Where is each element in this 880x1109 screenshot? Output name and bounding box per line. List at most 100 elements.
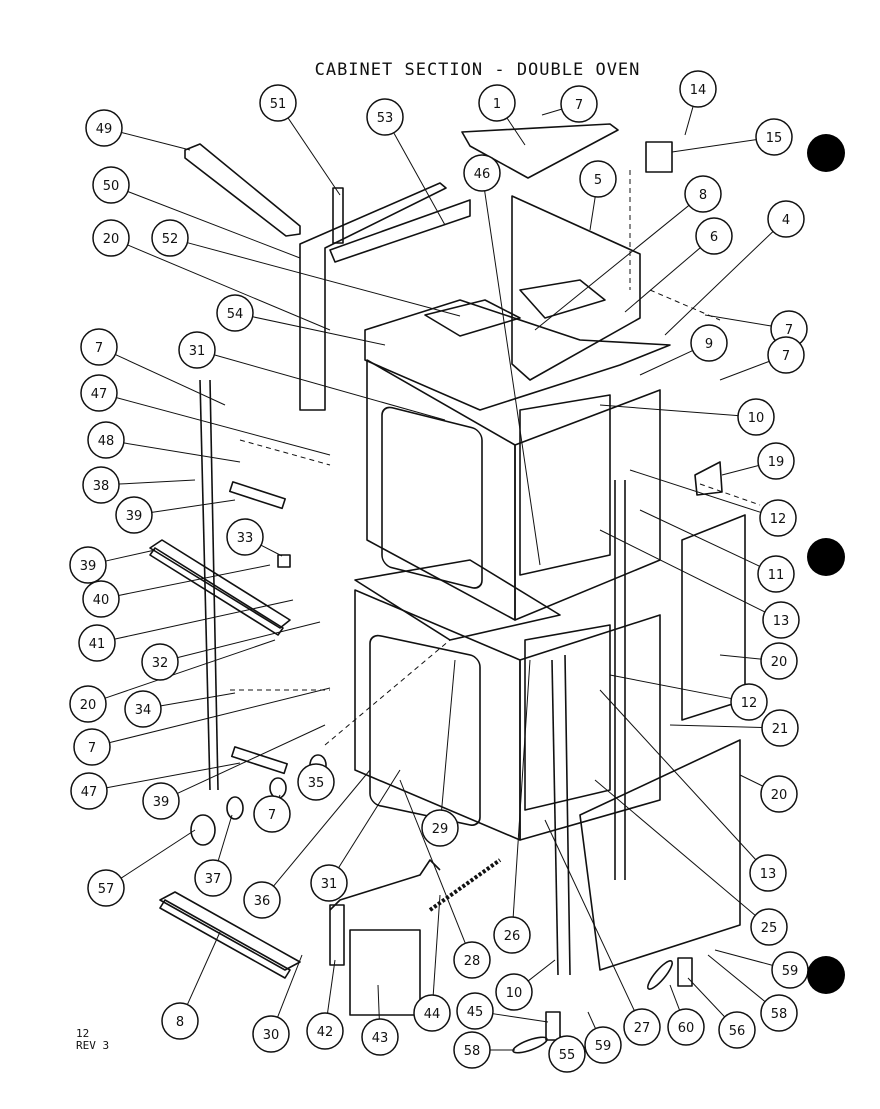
callout-circle [115,496,153,534]
callout-label: 54 [227,307,244,322]
callout-label: 7 [782,349,790,364]
callout-label: 31 [321,877,338,892]
leader-line [541,108,562,116]
lower-oven-liner [524,624,611,811]
leader-line [669,984,681,1011]
callout-circle [85,109,123,147]
callout-label: 19 [768,455,785,470]
callout-label: 37 [205,872,222,887]
leader-line [186,931,221,1005]
knob-37 [190,814,216,846]
bracket-58-right [677,957,693,987]
callout-circle [306,1012,344,1050]
callout-circle [579,160,617,198]
callout-circle [456,992,494,1030]
leader-line [118,564,271,596]
revision-note: 12 REV 3 [76,1028,109,1052]
callout-circle [767,200,805,238]
callout-label: 20 [103,232,120,247]
callout-circle [730,683,768,721]
leader-line [118,479,196,485]
leader-line [151,499,236,513]
callout-circle [760,775,798,813]
callout-label: 27 [634,1021,651,1036]
callout-circle [361,1018,399,1056]
callout-circle [749,854,787,892]
callout-circle [684,175,722,213]
leader-line [106,762,241,789]
callout-label: 42 [317,1025,334,1040]
leader-line [177,621,321,659]
leader-line [599,689,757,861]
callout-label: 40 [93,593,110,608]
callout-circle [141,643,179,681]
callout-label: 49 [96,122,113,137]
leader-line [512,659,531,918]
callout-label: 51 [270,97,287,112]
leader-line [527,959,556,982]
callout-label: 53 [377,111,394,126]
callout-circle [463,154,501,192]
callout-label: 39 [80,559,97,574]
lower-oven-side [519,614,661,841]
leader-line [187,242,461,317]
callout-label: 60 [678,1021,695,1036]
upper-top-frame [364,299,671,411]
callout-circle [548,1035,586,1073]
callout-label: 12 [741,696,758,711]
leader-line [399,779,466,944]
callout-label: 8 [699,188,707,203]
leader-line [120,829,196,879]
callout-circle [690,324,728,362]
light-35 [269,777,287,799]
callout-label: 25 [761,921,778,936]
guide-line [324,639,451,746]
diagram-title: CABINET SECTION - DOUBLE OVEN [314,60,641,80]
rail-38 [199,379,211,791]
callout-label: 7 [575,98,583,113]
leader-line [664,231,774,336]
callout-label: 34 [135,703,152,718]
callout-label: 14 [690,83,707,98]
leader-line [127,191,301,259]
callout-circle [124,690,162,728]
callout-label: 1 [493,97,501,112]
ring-36 [226,796,244,820]
callout-circle [226,518,264,556]
leader-line [719,360,770,381]
upper-side-panel [299,182,447,411]
callout-circle [759,499,797,537]
leader-line [687,977,726,1018]
callout-label: 39 [126,509,143,524]
leader-line [217,814,233,861]
callout-label: 45 [467,1005,484,1020]
rail-27b [564,654,571,976]
leader-line [273,769,371,887]
spring-45 [428,858,502,912]
callout-label: 32 [152,656,169,671]
leader-line [684,106,694,136]
callout-label: 20 [771,655,788,670]
callout-circle [151,219,189,257]
leader-line [594,779,756,916]
leader-line [624,247,701,313]
leader-line [114,599,294,640]
trim-strip-30 [159,891,301,971]
bracket-43 [329,904,345,966]
callout-circle [80,374,118,412]
leader-line [589,196,596,231]
top-insulation-b [519,279,606,319]
callout-circle [421,809,459,847]
guide-line [239,439,331,466]
callout-label: 28 [464,954,481,969]
callout-circle [194,859,232,897]
callout-circle [87,421,125,459]
callout-circle [755,118,793,156]
callout-label: 57 [98,882,115,897]
leader-line [104,639,276,699]
callout-label: 47 [91,387,108,402]
callout-circle [73,728,111,766]
side-panel-20-lower [579,739,741,971]
callout-label: 39 [153,795,170,810]
leader-line [599,404,739,417]
